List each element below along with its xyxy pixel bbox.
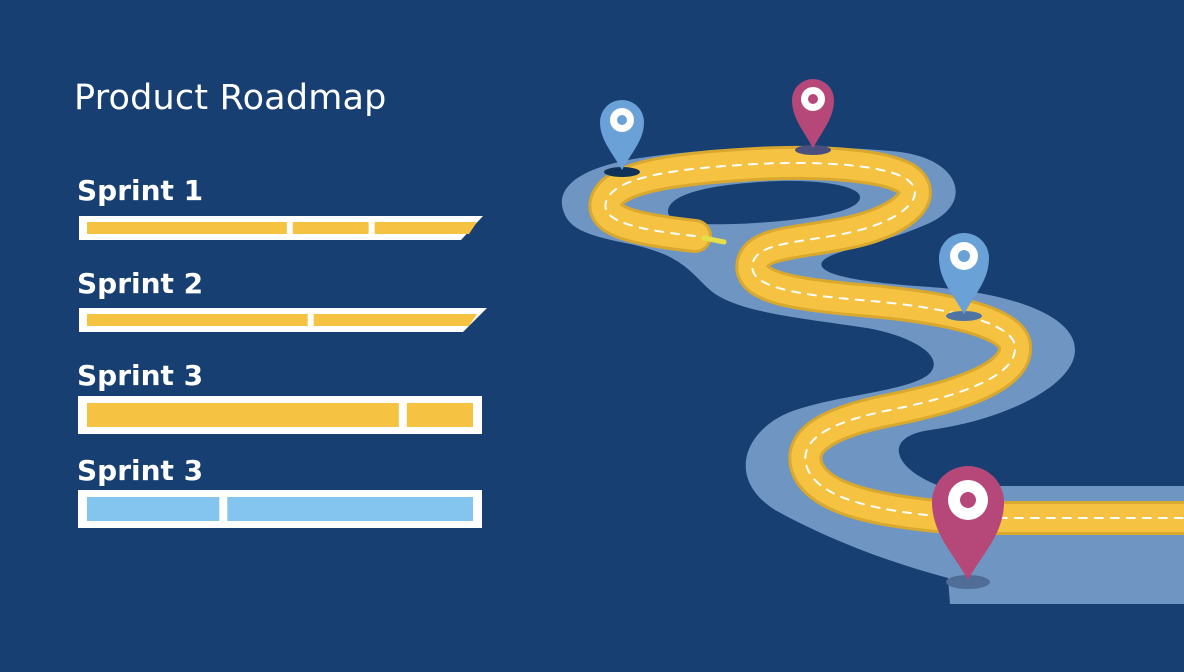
sprint-bar-3-svg [78,396,482,434]
sprint-3-segment-1 [87,403,399,427]
pin-4-shadow [946,575,990,589]
roadmap-illustration-svg [561,79,1184,604]
sprint-1-segment-2 [292,222,369,234]
map-pin-icon [600,100,644,177]
sprint-bar-1-svg [79,216,483,240]
sprint-label-4: Sprint 3 [77,454,204,487]
sprint-bar-1 [77,214,487,242]
road-shoulder-shape [561,147,1184,604]
map-pin-icon [939,233,989,321]
road-inner-notch [822,260,900,271]
sprint-bar-3 [77,395,483,435]
sprint-2-segment-1 [87,314,308,326]
pin-2-center [808,94,818,104]
sprint-1-segment-1 [87,222,287,234]
pin-1-shadow [604,167,640,177]
pin-2-shadow [795,145,831,155]
map-pin-icon [792,79,834,155]
sprint-4-segment-2 [227,497,473,521]
sprint-bar-2 [77,306,489,334]
sprint-label-1: Sprint 1 [77,174,204,207]
sprint-bar-4 [77,489,483,529]
roadmap-illustration [540,60,1184,624]
sprint-3-segment-2 [406,403,473,427]
pin-3-shadow [946,311,982,321]
pin-4-center [960,492,976,508]
page-title: Product Roadmap [74,78,387,118]
map-pin-icon [932,466,1004,589]
pin-3-center [958,250,970,262]
sprint-1-segment-3 [374,222,477,234]
pin-1-center [617,115,627,125]
sprint-bar-2-svg [79,308,487,332]
road-marker [701,235,727,245]
sprint-2-segment-2 [313,314,477,326]
sprint-4-segment-1 [87,497,220,521]
sprint-label-3: Sprint 3 [77,359,204,392]
road-centerline [604,161,1184,519]
road-inner-island [668,180,861,225]
sprint-bar-4-svg [78,490,482,528]
road-shoulder [561,147,1184,604]
sprint-label-2: Sprint 2 [77,267,204,300]
